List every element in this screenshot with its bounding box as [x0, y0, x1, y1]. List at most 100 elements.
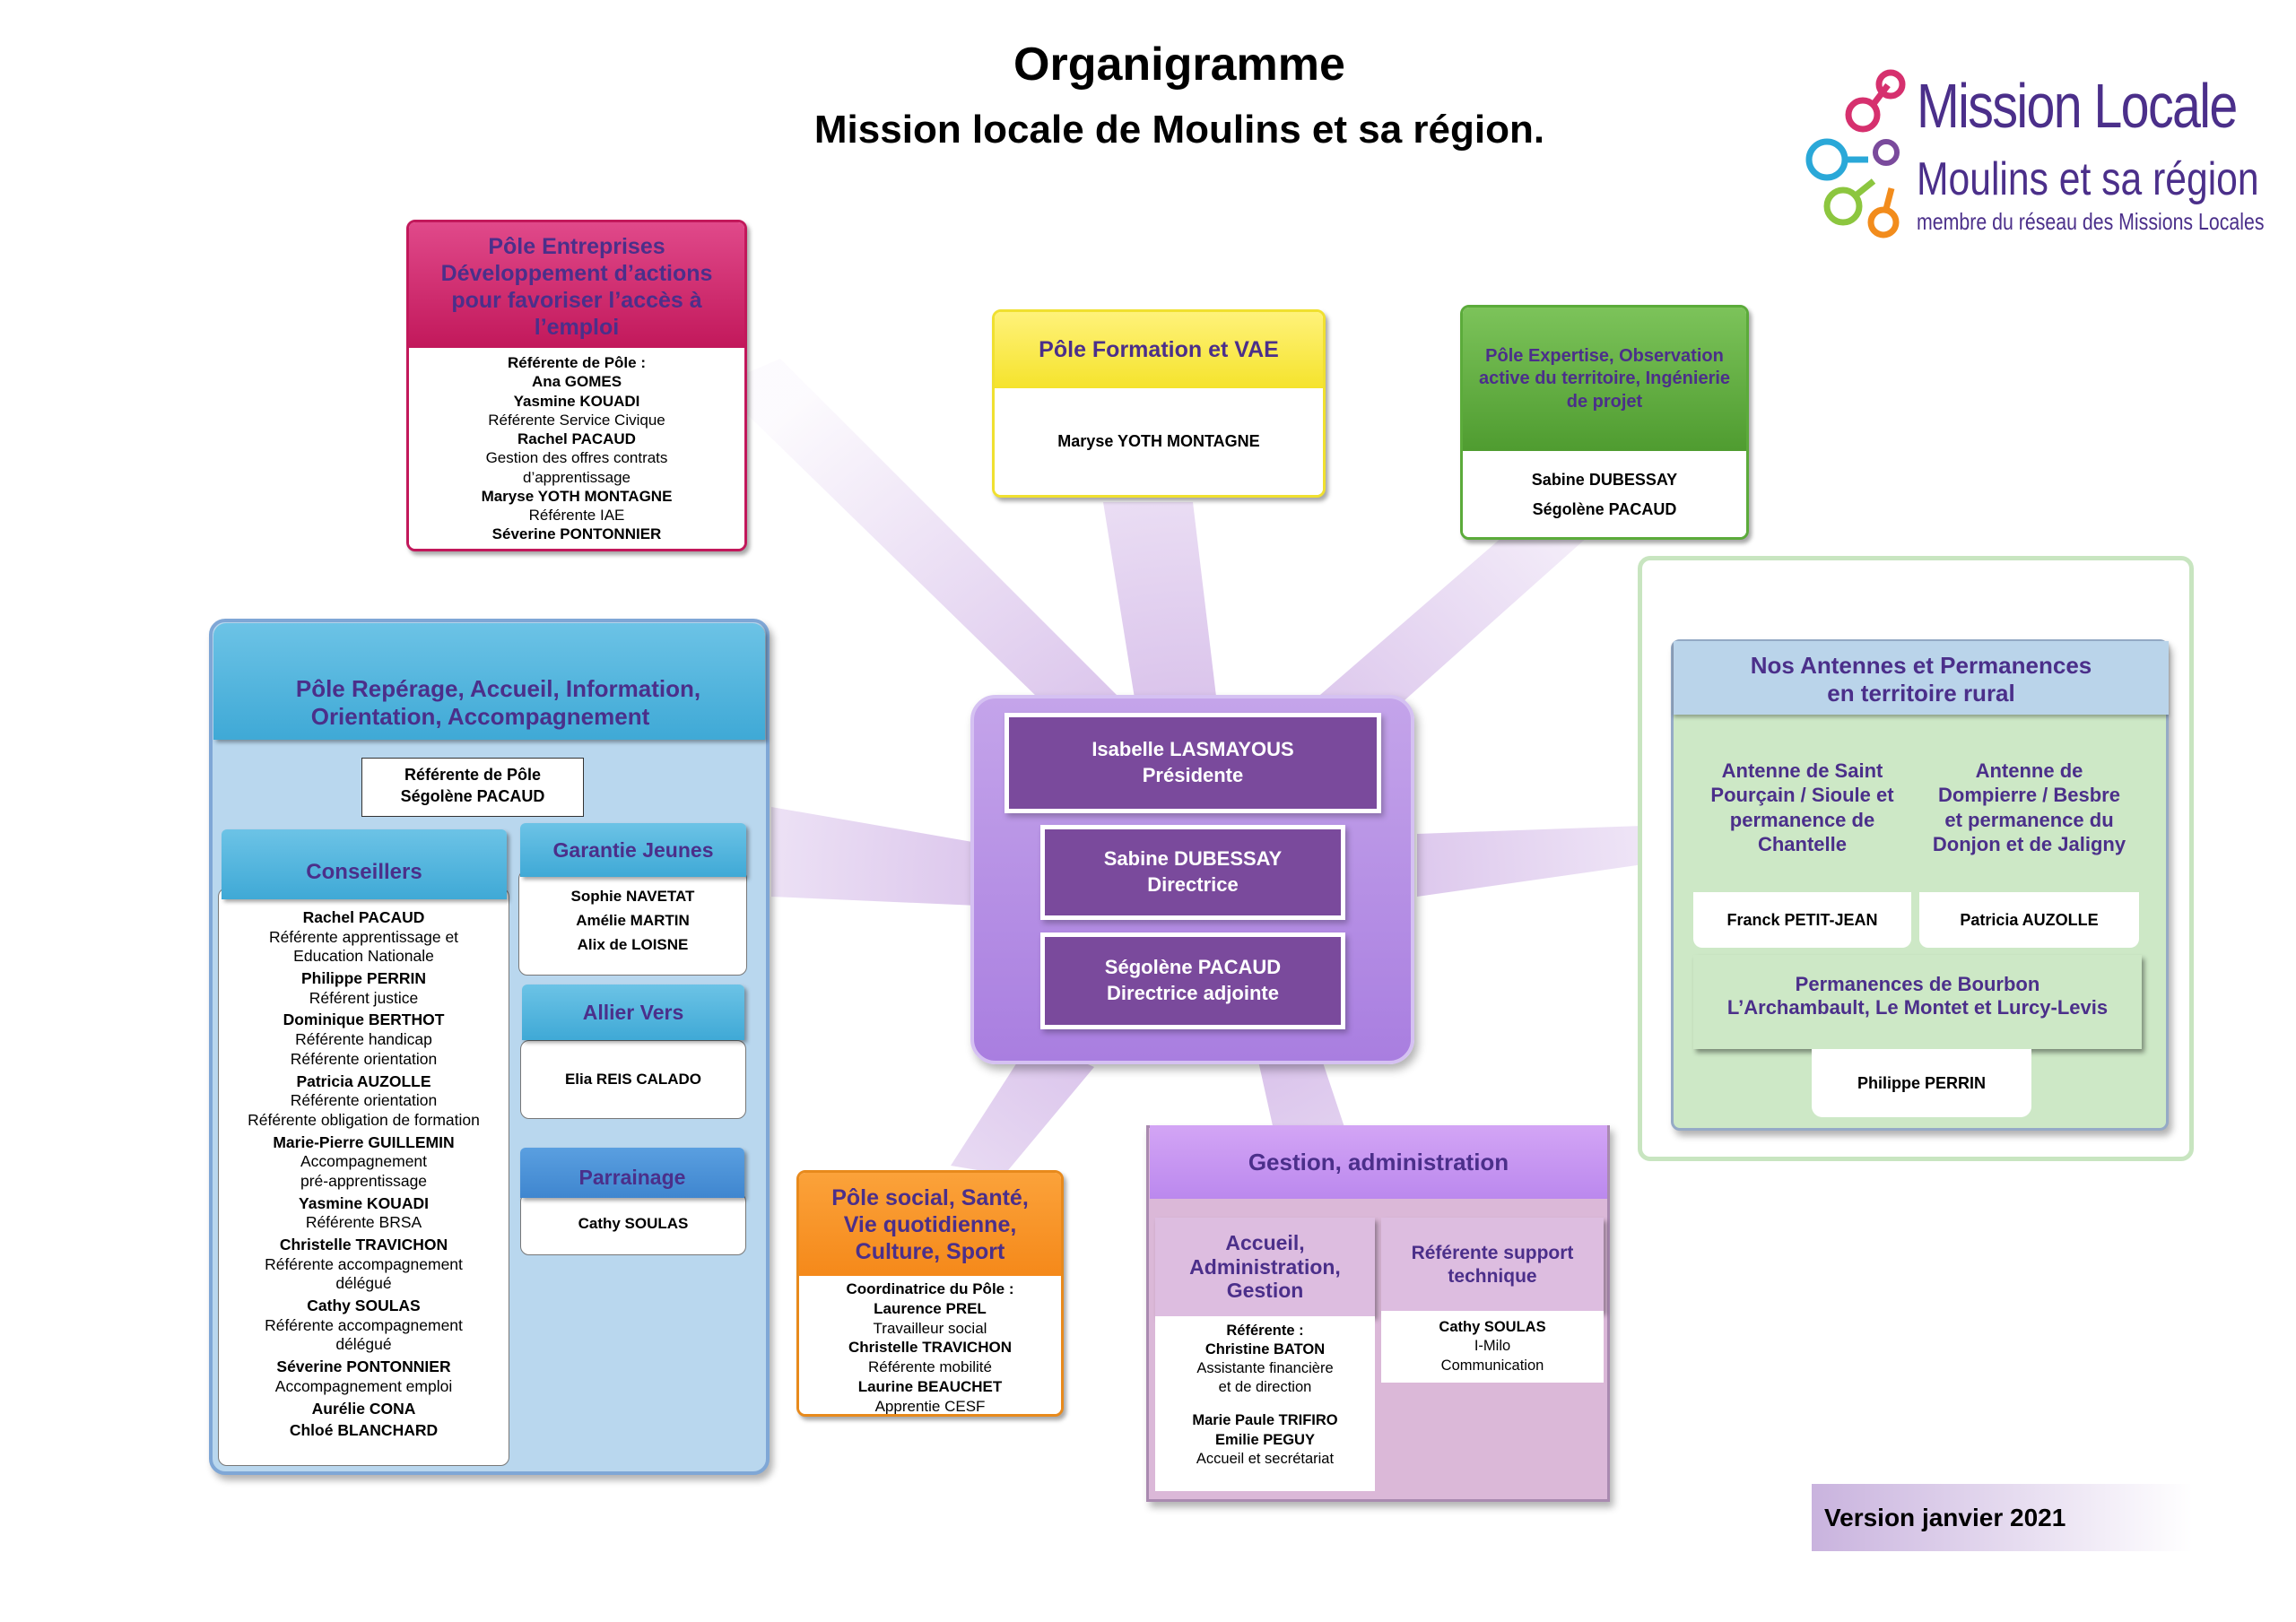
pole-reperage-title-1: Pôle Repérage, Accueil, Information,	[295, 675, 701, 702]
list-item: Référente accompagnement	[265, 1315, 463, 1334]
antennes-title-2: en territoire rural	[1827, 679, 2015, 707]
list-item: Emilie PEGUY	[1215, 1431, 1315, 1448]
pole-formation: Pôle Formation et VAE Maryse YOTH MONTAG…	[992, 309, 1326, 498]
list-item: Séverine PONTONNIER	[491, 525, 662, 543]
pole-expertise-title: Pôle Expertise, Observation active du te…	[1463, 308, 1746, 451]
list-item: Yasmine KOUADI	[299, 1193, 429, 1212]
list-item: délégué	[335, 1335, 392, 1354]
director-role: Directrice	[1147, 873, 1239, 896]
list-item: Education Nationale	[293, 947, 434, 966]
logo-line-1: Mission Locale	[1917, 71, 2238, 141]
president-name: Isabelle LASMAYOUS	[1091, 738, 1294, 761]
director-name: Sabine DUBESSAY	[1103, 847, 1283, 871]
pole-formation-member: Maryse YOTH MONTAGNE	[995, 388, 1323, 495]
pole-expertise: Pôle Expertise, Observation active du te…	[1460, 305, 1749, 540]
conseillers-title: Conseillers	[222, 829, 507, 899]
list-item: Référente Service Civique	[488, 411, 665, 429]
pole-reperage-title: Pôle Repérage, Accueil, Information, Ori…	[213, 623, 765, 740]
list-item: Référente mobilité	[868, 1358, 992, 1375]
pole-reperage-title-2: Orientation, Accompagnement	[310, 703, 650, 731]
list-item: Communication	[1440, 1357, 1544, 1374]
list-item: Philippe PERRIN	[300, 969, 427, 988]
list-item: Référente handicap	[295, 1030, 432, 1049]
logo-line-3: membre du réseau des Missions Locales	[1917, 208, 2265, 235]
list-item: Dominique BERTHOT	[283, 1010, 445, 1029]
list-item: Laurence PREL	[874, 1299, 987, 1317]
pole-entreprises-title: Pôle Entreprises Développement d’actions…	[409, 222, 744, 348]
list-item: Marie Paule TRIFIRO	[1192, 1412, 1338, 1429]
list-item: Travailleur social	[873, 1319, 987, 1337]
list-item: Ana GOMES	[531, 373, 622, 391]
list-item: Séverine PONTONNIER	[276, 1357, 451, 1376]
list-item: Assistante financière	[1196, 1360, 1334, 1377]
list-item: Référente orientation	[290, 1049, 438, 1068]
list-item: I-Milo	[1474, 1338, 1511, 1355]
list-item: Chloé BLANCHARD	[289, 1421, 439, 1440]
accueil-title: Accueil, Administration, Gestion	[1155, 1218, 1375, 1316]
allier-vers-member: Elia REIS CALADO	[520, 1040, 746, 1119]
pole-social-title: Pôle social, Santé, Vie quotidienne, Cul…	[799, 1173, 1061, 1276]
deputy-director-box: Ségolène PACAUD Directrice adjointe	[1045, 937, 1341, 1025]
ray-gestion	[1256, 1049, 1345, 1130]
parrainage-title: Parrainage	[520, 1148, 744, 1198]
logo: Mission Locale Moulins et sa région memb…	[1798, 63, 2265, 256]
list-item: Gestion des offres contrats	[485, 449, 668, 467]
reperage-referent-name: Ségolène PACAUD	[400, 787, 545, 806]
list-item: Rachel PACAUD	[302, 908, 425, 926]
bourbon-title-2: L’Archambault, Le Montet et Lurcy-Levis	[1726, 995, 2109, 1019]
list-item: Christelle TRAVICHON	[279, 1236, 448, 1253]
garantie-jeunes-title: Garantie Jeunes	[520, 823, 746, 877]
ray-formation	[1103, 502, 1220, 726]
pole-entreprises: Pôle Entreprises Développement d’actions…	[406, 220, 747, 551]
reperage-referent-box: Référente de Pôle Ségolène PACAUD	[361, 758, 584, 817]
pole-social-title-1: Pôle social, Santé,	[831, 1184, 1029, 1210]
list-item: Référente BRSA	[305, 1213, 422, 1232]
pole-social-title-2: Vie quotidienne,	[843, 1211, 1017, 1237]
list-item: Référente :	[1226, 1323, 1304, 1339]
ray-expertise	[1274, 502, 1596, 753]
antenne-dompierre-title: Antenne de Dompierre / Besbre et permane…	[1919, 724, 2139, 890]
list-item: Référente IAE	[528, 507, 625, 524]
antennes-title-1: Nos Antennes et Permanences	[1750, 652, 2092, 679]
list-item: Marie-Pierre GUILLEMIN	[273, 1132, 455, 1151]
ray-reperage	[771, 807, 978, 906]
list-item: d’apprentissage	[522, 468, 631, 486]
list-item: Maryse YOTH MONTAGNE	[481, 487, 673, 505]
list-item: Référente de Pôle :	[508, 354, 646, 371]
logo-line-2: Moulins et sa région	[1917, 153, 2259, 205]
list-item: Référente apprentissage et	[268, 927, 459, 946]
list-item: Référente orientation	[290, 1091, 438, 1110]
ray-entreprises	[718, 359, 1157, 735]
list-item: et de direction	[1218, 1379, 1312, 1396]
page-title: Organigramme	[1013, 39, 1345, 91]
list-item: Apprentie CESF	[874, 1397, 986, 1415]
list-item: Référente obligation de formation	[248, 1110, 480, 1129]
antenne-saint-pourcain-title: Antenne de Saint Pourçain / Sioule et pe…	[1693, 724, 1911, 890]
list-item: Coordinatrice du Pôle :	[846, 1280, 1014, 1297]
list-item: Accueil et secrétariat	[1196, 1450, 1335, 1467]
page-subtitle: Mission locale de Moulins et sa région.	[813, 108, 1545, 152]
member-name: Sophie NAVETAT	[570, 888, 695, 905]
bourbon-title: Permanences de Bourbon L’Archambault, Le…	[1693, 955, 2142, 1049]
president-box: Isabelle LASMAYOUS Présidente	[1009, 717, 1377, 809]
list-item: Référente accompagnement	[265, 1254, 463, 1273]
list-item: pré-apprentissage	[300, 1171, 428, 1190]
president-role: Présidente	[1142, 764, 1244, 786]
version-label: Version janvier 2021	[1812, 1484, 2193, 1551]
pole-social: Pôle social, Santé, Vie quotidienne, Cul…	[796, 1170, 1064, 1417]
logo-circles-icon	[1805, 69, 1906, 239]
antenne-dompierre-member: Patricia AUZOLLE	[1919, 892, 2139, 948]
list-item: Patricia AUZOLLE	[296, 1071, 431, 1090]
member-name: Sabine DUBESSAY	[1531, 471, 1678, 489]
pole-social-title-3: Culture, Sport	[855, 1238, 1005, 1264]
deputy-director-role: Directrice adjointe	[1107, 982, 1279, 1004]
list-item: Cathy SOULAS	[307, 1297, 421, 1315]
